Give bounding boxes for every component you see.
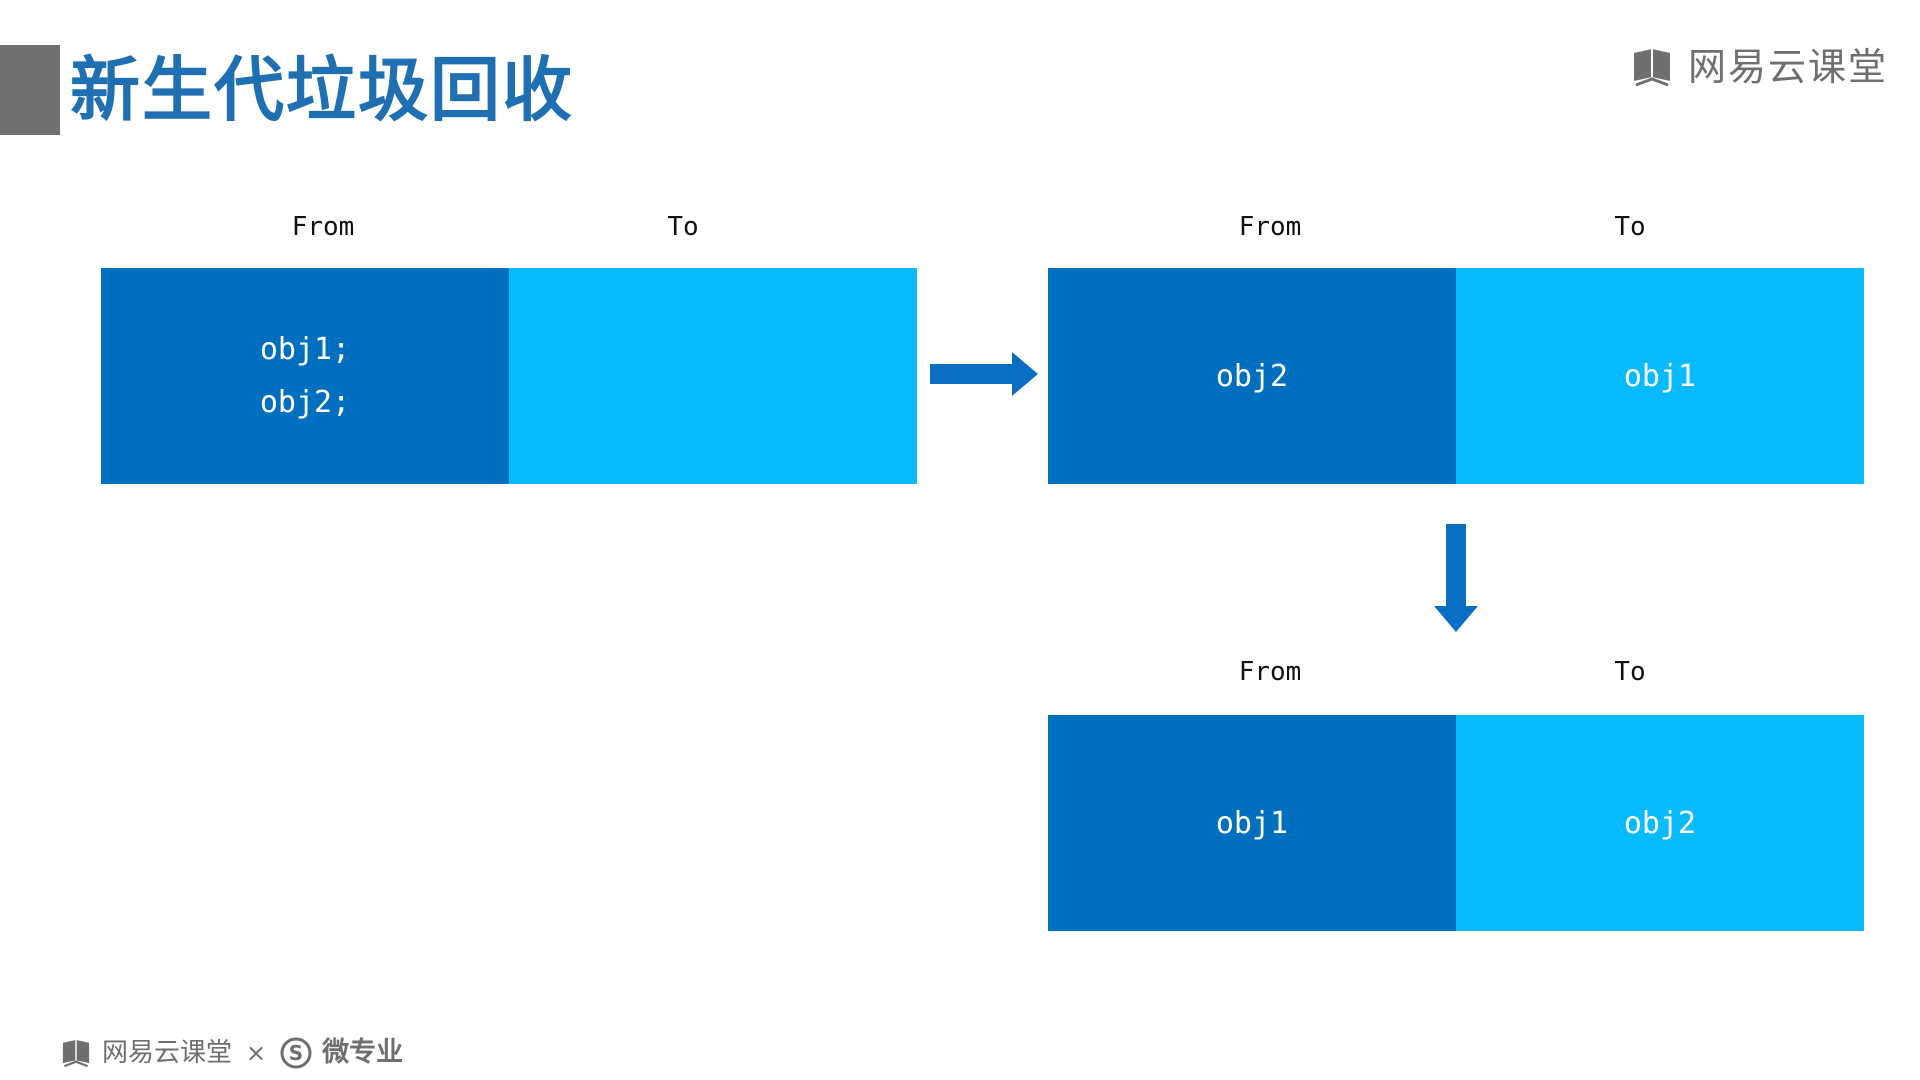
stage3-to-label: To (1614, 657, 1646, 687)
page-title: 新生代垃圾回收 (70, 49, 574, 131)
footer-brand: 网易云课堂 (102, 1038, 233, 1068)
stage2-to-object: obj1 (1623, 358, 1697, 394)
stage2-from-space: obj2 (1048, 268, 1456, 484)
stage1-to-space (509, 268, 917, 484)
stage1-from-object: obj2; (259, 385, 351, 420)
stage2-to-label: To (1614, 212, 1646, 242)
book-icon (62, 1039, 90, 1068)
stage2-from-object: obj2 (1215, 358, 1289, 394)
footer-partner: 微专业 (322, 1037, 404, 1068)
stage3-memory-block: obj1 obj2 (1048, 715, 1864, 931)
partner-badge-letter: S (289, 1041, 303, 1065)
stage2-from-label: From (1238, 212, 1302, 242)
stage2-memory-block: obj2 obj1 (1048, 268, 1864, 484)
logo-text: 网易云课堂 (1688, 45, 1889, 89)
down-arrow-icon (1434, 524, 1478, 632)
footer-branding: 网易云课堂 × S 微专业 (60, 1035, 403, 1071)
netease-cloud-classroom-logo: 网易云课堂 (1630, 42, 1888, 92)
stage3-to-object: obj2 (1623, 805, 1697, 841)
stage1-from-label: From (291, 212, 355, 242)
stage3-from-object: obj1 (1215, 805, 1289, 841)
stage1-from-object: obj1; (259, 332, 351, 367)
stage1-from-space: obj1; obj2; (101, 268, 509, 484)
footer-separator: × (246, 1039, 267, 1067)
title-marker (0, 45, 60, 135)
stage3-from-space: obj1 (1048, 715, 1456, 931)
stage3-from-label: From (1238, 657, 1302, 687)
book-icon (1634, 49, 1670, 87)
stage1-to-label: To (667, 212, 699, 242)
stage3-to-space: obj2 (1456, 715, 1864, 931)
right-arrow-icon (930, 352, 1038, 396)
circled-s-icon: S (280, 1037, 312, 1069)
stage1-memory-block: obj1; obj2; (101, 268, 917, 484)
stage2-to-space: obj1 (1456, 268, 1864, 484)
